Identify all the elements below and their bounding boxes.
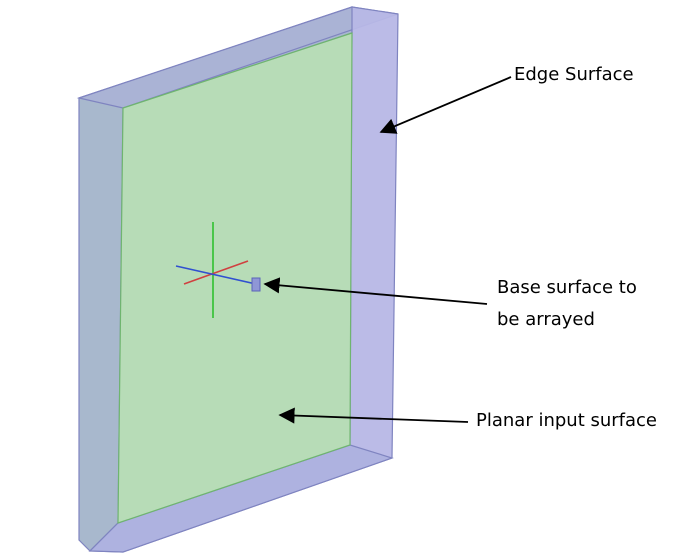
edge-surface-arrow [379,76,512,134]
planar-surface-arrow [278,407,469,424]
edge-surface-label: Edge Surface [514,64,634,85]
base-surface-label: Base surface to be arrayed [497,272,637,336]
base-surface-arrow [263,277,488,305]
base-surface-label-line2: be arrayed [497,309,595,330]
axis-x [183,260,249,285]
plate-bottom-edge [88,444,394,553]
axis-z [175,265,257,285]
axis-triad [175,222,261,318]
base-surface-label-line1: Base surface to [497,277,637,298]
planar-input-surface-label: Planar input surface [476,410,657,431]
planar-input-surface [117,32,353,524]
base-surface-marker [251,277,261,292]
